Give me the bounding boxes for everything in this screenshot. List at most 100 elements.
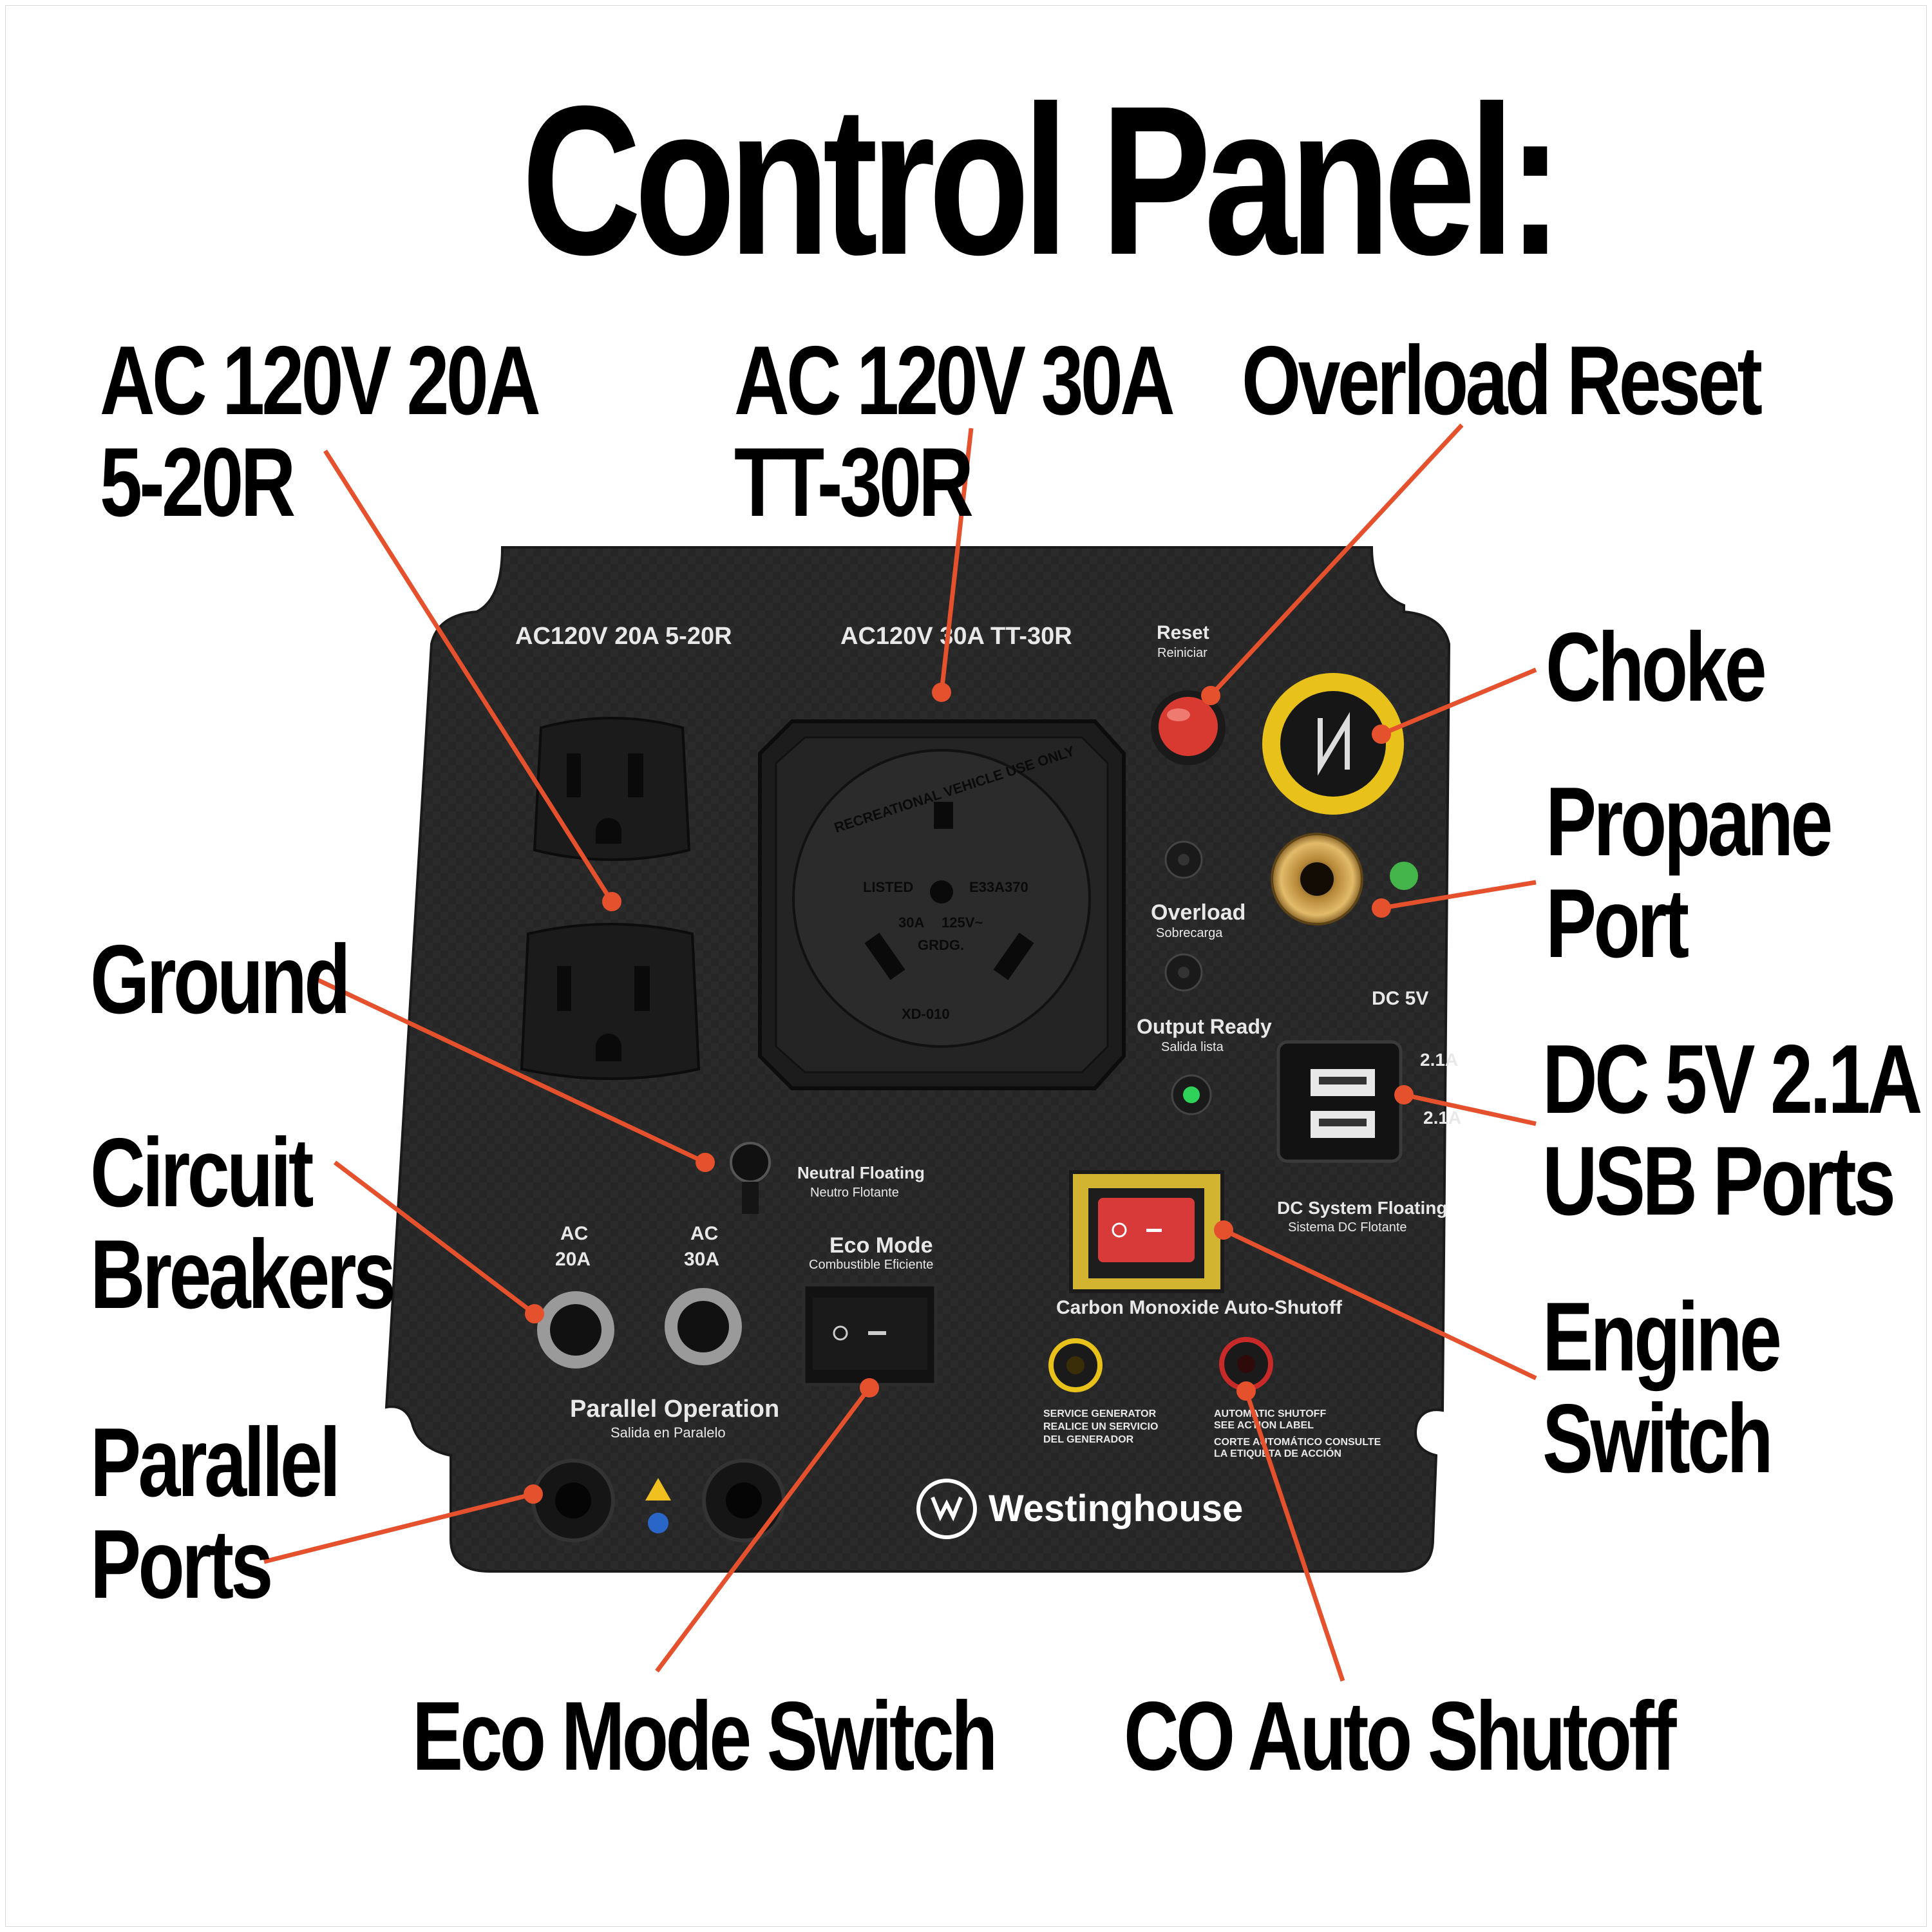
callout-parallel-line1: Parallel — [90, 1408, 341, 1517]
callout-co: CO Auto Shutoff — [1124, 1681, 1677, 1791]
label-dc-floating: DC System Floating — [1277, 1198, 1447, 1218]
circuit-breaker-20a — [537, 1291, 614, 1368]
tt30-volts: 125V~ — [942, 914, 983, 931]
leader-reset — [1209, 423, 1464, 697]
callout-ground-line1: Ground — [90, 925, 351, 1034]
label-breaker-30-bottom: 30A — [684, 1249, 719, 1270]
leader-parallel — [263, 1492, 534, 1564]
tt30-code: E33A370 — [969, 879, 1028, 895]
label-neutral-es: Neutro Flotante — [810, 1186, 899, 1200]
label-co-shutoff: Carbon Monoxide Auto-Shutoff — [1056, 1297, 1343, 1318]
callout-engine-line1: Engine — [1542, 1282, 1782, 1392]
callout-choke: Choke — [1546, 612, 1767, 722]
tt30-model: XD-010 — [902, 1006, 950, 1022]
leader-dot-choke — [1372, 724, 1391, 744]
tt30-listed: LISTED — [863, 879, 913, 895]
manual-icon — [648, 1513, 668, 1533]
callout-ac20: AC 120V 20A 5-20R — [100, 326, 541, 537]
leader-dot-ground — [696, 1153, 715, 1172]
ground-terminal — [730, 1142, 771, 1214]
leader-dot-ac20 — [602, 892, 621, 911]
image-frame — [5, 5, 1927, 1927]
label-output-ready-es: Salida lista — [1161, 1040, 1224, 1054]
callout-reset-line1: Overload Reset — [1242, 326, 1763, 435]
leader-ac30 — [939, 428, 974, 693]
label-breaker-30-top: AC — [690, 1223, 718, 1244]
co-shutoff-light — [1219, 1337, 1273, 1391]
choke-knob — [1262, 673, 1404, 815]
label-parallel-op-es: Salida en Paralelo — [611, 1425, 726, 1441]
callout-ground: Ground — [90, 925, 351, 1034]
label-ac30: AC120V 30A TT-30R — [840, 623, 1072, 650]
callout-choke-line1: Choke — [1546, 612, 1767, 722]
leader-dot-reset — [1201, 686, 1220, 705]
leader-ac20 — [323, 450, 614, 903]
label-service-3: DEL GENERADOR — [1043, 1434, 1134, 1445]
page-title: Control Panel: — [522, 61, 1563, 299]
label-auto-shutoff-1: AUTOMATIC SHUTOFF — [1214, 1408, 1326, 1419]
oil-indicator-light — [1164, 840, 1203, 879]
usb-ports — [1276, 1040, 1403, 1163]
leader-lines — [263, 423, 1537, 1682]
callout-ac30-line2: TT-30R — [734, 428, 974, 537]
leader-dot-breakers — [525, 1304, 544, 1323]
callout-engine-line2: Switch — [1542, 1384, 1774, 1493]
label-reset-es: Reiniciar — [1157, 646, 1208, 660]
label-auto-shutoff-3: CORTE AUTOMÁTICO CONSULTE — [1214, 1435, 1381, 1448]
leader-dots — [524, 683, 1414, 1504]
callout-breakers-line1: Circuit — [90, 1118, 314, 1227]
label-breaker-20-bottom: 20A — [555, 1249, 591, 1270]
callout-parallel-line2: Ports — [90, 1510, 273, 1619]
callout-usb-line2: USB Ports — [1542, 1126, 1896, 1236]
label-overload-es: Sobrecarga — [1156, 926, 1223, 940]
leader-dot-eco — [860, 1378, 879, 1397]
label-reset: Reset — [1157, 622, 1209, 643]
callout-ac20-line2: 5-20R — [100, 428, 296, 537]
label-dc5v: DC 5V — [1372, 988, 1428, 1009]
leader-propane — [1381, 880, 1537, 911]
leader-engine — [1222, 1227, 1537, 1381]
callout-ac30-line1: AC 120V 30A — [734, 326, 1175, 435]
brand-name: Westinghouse — [989, 1488, 1243, 1530]
tt30-amps: 30A — [898, 914, 924, 931]
leader-co — [1244, 1390, 1345, 1682]
leader-dot-engine — [1214, 1220, 1233, 1240]
output-ready-indicator-light — [1171, 1074, 1212, 1115]
leader-breakers — [333, 1160, 536, 1316]
callout-propane-line2: Port — [1546, 869, 1689, 978]
callout-ac30: AC 120V 30A TT-30R — [734, 326, 1175, 537]
callout-parallel: Parallel Ports — [90, 1408, 341, 1619]
leader-dot-ac30 — [932, 683, 951, 702]
callout-eco-line1: Eco Mode Switch — [412, 1681, 998, 1791]
warning-icon — [645, 1478, 671, 1501]
callout-breakers-line2: Breakers — [90, 1220, 396, 1329]
label-output-ready: Output Ready — [1137, 1015, 1272, 1038]
label-usb-a2: 2.1A — [1423, 1108, 1461, 1128]
tt30-grdg: GRDG. — [918, 937, 964, 953]
callout-co-line1: CO Auto Shutoff — [1124, 1681, 1677, 1791]
label-usb-a1: 2.1A — [1420, 1050, 1458, 1070]
circuit-breaker-30a — [665, 1288, 742, 1365]
label-eco-mode: Eco Mode — [829, 1233, 933, 1258]
label-breaker-20-top: AC — [560, 1223, 588, 1244]
callout-breakers: Circuit Breakers — [90, 1118, 396, 1329]
label-overload: Overload — [1151, 900, 1245, 925]
label-service-2: REALICE UN SERVICIO — [1043, 1421, 1158, 1432]
leader-dot-parallel — [524, 1484, 543, 1504]
ac-20a-outlet-upper — [533, 717, 691, 861]
parallel-port-right — [702, 1459, 786, 1542]
leader-ground — [314, 976, 706, 1165]
leader-dot-propane — [1372, 898, 1391, 918]
ac-20a-outlet-lower — [520, 923, 701, 1080]
leader-dot-co — [1236, 1381, 1256, 1401]
callout-engine: Engine Switch — [1542, 1282, 1782, 1493]
callout-ac20-line1: AC 120V 20A — [100, 326, 541, 435]
label-auto-shutoff-2: SEE ACTION LABEL — [1214, 1420, 1314, 1431]
tt-30r-outlet — [758, 719, 1126, 1090]
callout-propane: Propane Port — [1546, 773, 1833, 978]
leader-dot-usb — [1394, 1085, 1414, 1104]
leader-eco — [655, 1386, 871, 1673]
westinghouse-logo — [916, 1479, 977, 1539]
reset-button — [1151, 690, 1226, 765]
